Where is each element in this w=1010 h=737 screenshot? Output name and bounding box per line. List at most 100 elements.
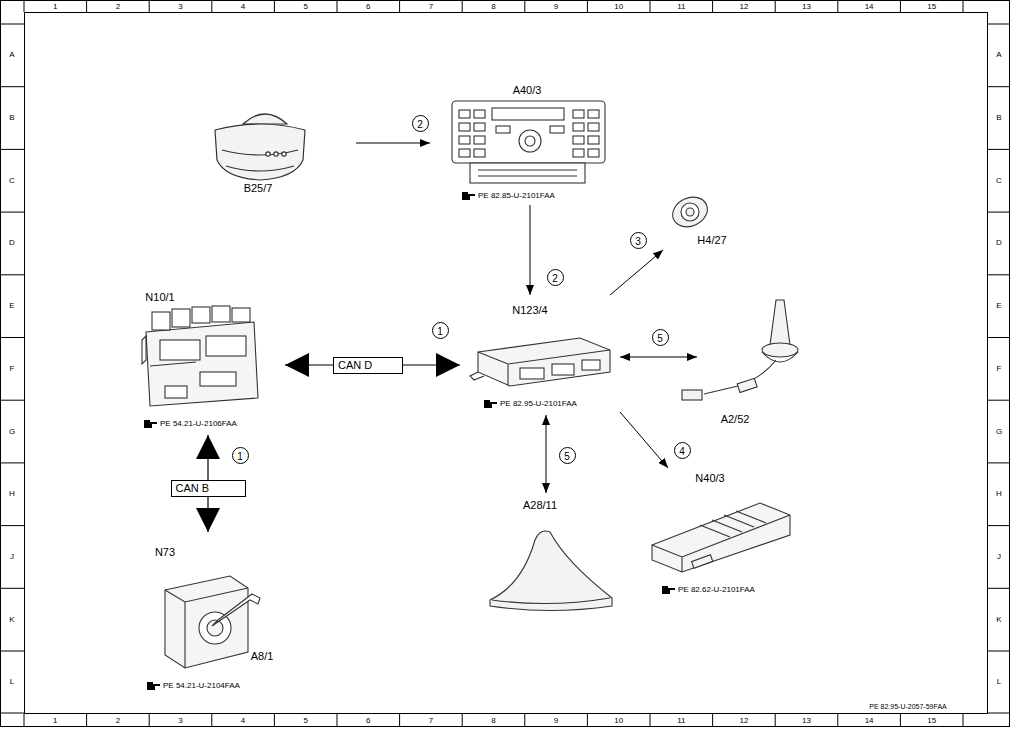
grid-reference: G	[9, 428, 15, 436]
component-code: N10/1	[145, 292, 174, 303]
grid-reference: G	[996, 428, 1002, 436]
control-unit-module-part	[520, 368, 544, 379]
component-node: N10/1PE 54.21-U-2106FAA	[130, 288, 285, 435]
grid-reference: 4	[241, 3, 245, 11]
grid-reference: 13	[802, 717, 811, 725]
grid-tick	[86, 714, 87, 727]
rod-antenna-part	[682, 390, 702, 400]
grid-reference: 11	[677, 3, 685, 11]
control-unit-module-part	[552, 364, 574, 375]
grid-tick	[988, 588, 1010, 589]
speaker-part	[668, 192, 712, 233]
reference-code: A8/1	[251, 651, 274, 662]
grid-reference: B	[9, 114, 14, 122]
grid-tick	[337, 714, 338, 727]
grid-tick	[24, 714, 25, 727]
callout-number: 1	[432, 322, 449, 339]
grid-tick	[587, 714, 588, 727]
rear-view-mirror	[215, 114, 305, 180]
grid-tick	[211, 0, 212, 12]
grid-tick	[963, 714, 964, 727]
inner-frame	[25, 13, 988, 714]
grid-reference: 5	[303, 3, 307, 11]
signal-arrow	[620, 357, 697, 358]
radio-unit-part	[496, 126, 510, 133]
component-code: B25/7	[244, 183, 273, 194]
rear-view-mirror-part	[215, 124, 305, 180]
radio-unit-part	[573, 110, 584, 118]
grid-reference: 7	[429, 717, 433, 725]
grid-tick	[0, 24, 24, 25]
radio-unit-part	[588, 149, 599, 157]
grid-reference: 9	[554, 717, 558, 725]
rear-view-mirror-part	[282, 152, 286, 156]
grid-reference: F	[997, 365, 1002, 373]
grid-tick	[399, 0, 400, 12]
radio-unit-part	[525, 136, 535, 146]
grid-tick	[988, 462, 1010, 463]
rod-antenna-part	[762, 352, 798, 362]
radio-unit-part	[474, 110, 485, 118]
grid-reference: H	[9, 490, 15, 498]
grid-tick	[149, 0, 150, 12]
grid-tick	[988, 400, 1010, 401]
grid-reference: 6	[366, 3, 370, 11]
rod-antenna-part	[704, 360, 776, 394]
grid-reference: 8	[491, 717, 495, 725]
rod-antenna-part	[770, 300, 790, 345]
grid-reference: H	[996, 490, 1002, 498]
grid-tick	[988, 713, 1010, 714]
component-code: A2/52	[721, 414, 750, 425]
radio-unit-part	[452, 101, 605, 163]
grid-tick	[0, 149, 24, 150]
grid-reference: 12	[739, 3, 748, 11]
fuse-relay-module-part	[152, 312, 170, 330]
grid-reference: E	[9, 302, 14, 310]
fuse-relay-module-part	[192, 307, 210, 323]
signal-arrow	[610, 250, 663, 295]
grid-reference: B	[996, 114, 1001, 122]
radio-unit-part	[550, 126, 564, 133]
grid-tick	[988, 525, 1010, 526]
grid-reference: J	[997, 553, 1001, 561]
ignition-lock	[165, 576, 260, 668]
grid-reference: 7	[429, 3, 433, 11]
grid-reference: 5	[303, 717, 307, 725]
signal-arrow	[530, 205, 531, 295]
reference-hand-icons-part	[484, 400, 497, 408]
radio-unit-part	[459, 136, 470, 144]
fuse-relay-module-part	[206, 336, 246, 356]
amplifier-part	[692, 555, 713, 568]
reference-code: PE 54.21-U-2104FAA	[163, 682, 240, 690]
radio-unit-part	[588, 136, 599, 144]
shark-fin-antenna-part	[492, 598, 610, 604]
reference-hand-icons-part	[662, 586, 675, 594]
grid-tick	[337, 0, 338, 12]
grid-tick	[988, 212, 1010, 213]
fuse-relay-module-part	[165, 386, 187, 398]
grid-reference: 3	[178, 717, 182, 725]
reference-code: PE 82.62-U-2101FAA	[678, 586, 755, 594]
grid-tick	[0, 86, 24, 87]
grid-reference: K	[9, 616, 14, 624]
callout-number: 3	[630, 232, 647, 249]
reference-code: PE 82.85-U-2101FAA	[478, 192, 555, 200]
grid-tick	[712, 714, 713, 727]
callout-number: 2	[412, 115, 429, 132]
grid-tick	[0, 713, 24, 714]
grid-tick	[988, 86, 1010, 87]
component-code: A40/3	[513, 85, 542, 96]
amplifier-part	[700, 511, 766, 537]
component-node: N123/4PE 82.95-U-2101FAA	[460, 295, 620, 415]
speaker-part	[681, 203, 699, 221]
grid-tick	[0, 400, 24, 401]
grid-tick	[24, 0, 25, 12]
radio-unit-part	[478, 170, 577, 176]
grid-reference: 8	[491, 3, 495, 11]
component-code: N123/4	[512, 305, 547, 316]
ignition-lock-part	[165, 576, 248, 668]
grid-tick	[399, 714, 400, 727]
bus-name: CAN B	[171, 480, 246, 497]
